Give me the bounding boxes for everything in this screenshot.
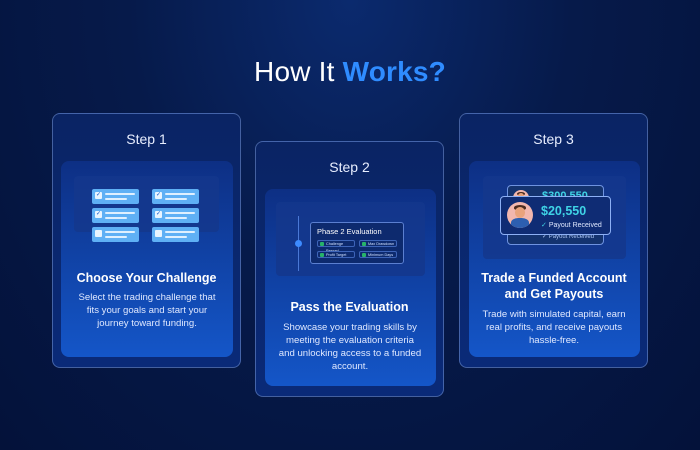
step-title: Trade a Funded Account and Get Payouts <box>481 271 627 301</box>
payout-card-front: $20,550 ✓ Payout Received <box>500 196 611 235</box>
check-icon <box>362 253 366 257</box>
check-icon: ✓ <box>541 222 547 229</box>
phase-title: Phase 2 Evaluation <box>317 227 382 236</box>
checklist-tile: ✓ <box>152 189 199 204</box>
checklist-tile <box>152 227 199 242</box>
check-icon <box>320 242 324 246</box>
checklist-tile: ✓ <box>92 189 139 204</box>
payout-amount: $20,550 <box>541 204 587 218</box>
step-description: Trade with simulated capital, earn real … <box>482 309 626 346</box>
checklist-tile <box>92 227 139 242</box>
page-title: How It Works? <box>0 56 700 88</box>
step-description: Select the trading challenge that fits y… <box>78 292 216 329</box>
criteria-chip: Challenge Passed <box>317 240 355 253</box>
step-title: Pass the Evaluation <box>290 300 409 314</box>
title-accent-text: Works? <box>342 56 446 87</box>
criteria-chip: Minimum Days <box>359 251 397 258</box>
check-icon: ✓ <box>155 192 162 199</box>
check-icon <box>155 230 162 237</box>
step-title: Choose Your Challenge <box>76 271 217 285</box>
step-label: Step 3 <box>533 131 574 147</box>
criteria-chip: Profit Target <box>317 251 355 258</box>
check-icon <box>362 242 366 246</box>
checklist-tile: ✓ <box>92 208 139 223</box>
payout-caption-back: ✓ Payout Received <box>542 234 595 240</box>
challenge-visual <box>74 176 219 232</box>
step-card-1: Step 1 <box>52 113 241 368</box>
title-text: How It <box>254 56 335 87</box>
check-icon: ✓ <box>95 211 102 218</box>
payout-caption: ✓ Payout Received <box>541 222 602 229</box>
step-description: Showcase your trading skills by meeting … <box>278 322 422 372</box>
criteria-chip: Max Drawdown <box>359 240 397 247</box>
check-icon <box>95 230 102 237</box>
check-icon <box>320 253 324 257</box>
checklist-tile: ✓ <box>152 208 199 223</box>
step-label: Step 2 <box>329 159 370 175</box>
check-icon: ✓ <box>155 211 162 218</box>
phase-evaluation-panel: Phase 2 Evaluation Challenge Passed Max … <box>310 222 404 264</box>
check-icon: ✓ <box>95 192 102 199</box>
step-label: Step 1 <box>126 131 167 147</box>
timeline-dot <box>295 240 302 247</box>
avatar <box>507 202 533 228</box>
